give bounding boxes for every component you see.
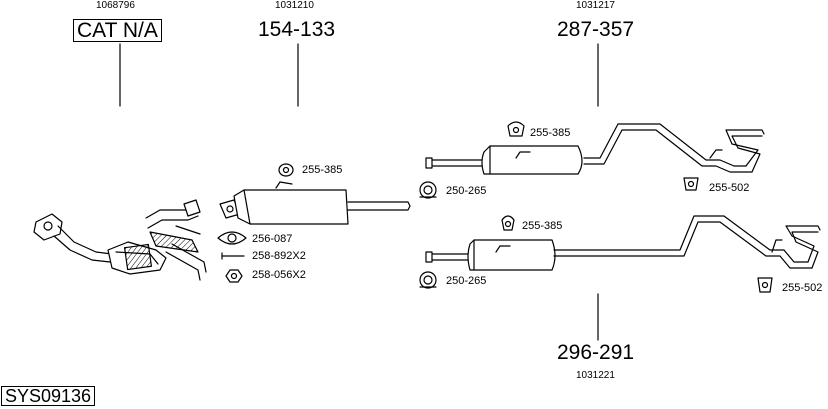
front-hanger-label: 255-385	[302, 164, 343, 176]
rearB-hanger-tail-icon	[757, 277, 773, 293]
gasket-icon	[217, 231, 247, 245]
rearA-hanger-mid-label: 255-385	[530, 127, 571, 139]
rearA-hanger-tail-icon	[683, 177, 699, 191]
rearB-part-number: 296-291	[557, 341, 635, 364]
rearA-clamp-label: 250-265	[446, 185, 487, 197]
rearA-part-number: 287-357	[557, 18, 635, 41]
nut-label: 258-056X2	[252, 269, 306, 281]
rearB-clamp-label: 250-265	[446, 275, 487, 287]
rearA-hanger-mid-icon	[507, 121, 525, 137]
rearB-clamp-icon	[419, 271, 437, 289]
front-hanger-icon	[278, 163, 294, 177]
rear-silencer-b	[425, 215, 821, 271]
gasket-label: 256-087	[252, 233, 293, 245]
cat-reference: 1068796	[96, 0, 135, 11]
rear-silencer-a	[425, 123, 765, 175]
bolt-icon	[221, 252, 245, 260]
front-part-number: 154-133	[258, 18, 336, 41]
rearA-hanger-tail-label: 255-502	[709, 182, 750, 194]
front-reference: 1031210	[275, 0, 314, 11]
bolt-label: 258-892X2	[252, 250, 306, 262]
rearB-reference: 1031221	[576, 370, 615, 381]
rearB-hanger-mid-icon	[501, 215, 515, 231]
rearB-hanger-tail-label: 255-502	[782, 282, 823, 294]
nut-icon	[225, 269, 243, 283]
cat-part-number: CAT N/A	[73, 19, 162, 42]
rearA-clamp-icon	[419, 181, 437, 199]
rearA-reference: 1031217	[576, 0, 615, 11]
front-silencer	[219, 181, 411, 225]
rearB-hanger-mid-label: 255-385	[522, 220, 563, 232]
catalytic-converter-assembly	[33, 199, 207, 281]
system-code: SYS09136	[1, 386, 96, 406]
